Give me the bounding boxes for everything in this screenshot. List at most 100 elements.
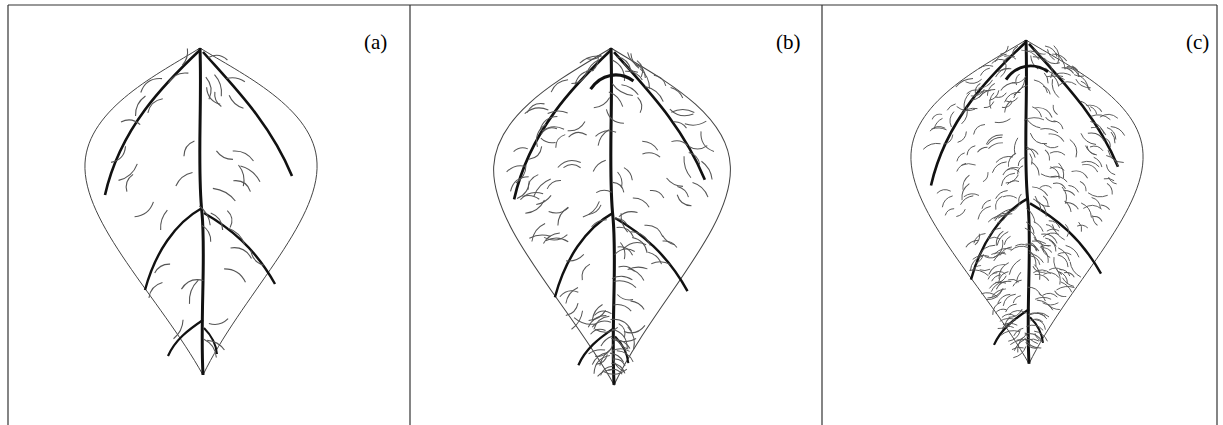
minor-vein [956,209,966,218]
minor-vein [1081,201,1094,217]
minor-vein [1050,166,1065,170]
minor-vein [1056,52,1067,69]
minor-vein [1065,200,1073,212]
minor-vein [1111,132,1116,144]
minor-vein [612,276,633,280]
minor-vein [1040,185,1052,188]
minor-vein [968,254,983,271]
minor-vein [936,189,950,194]
minor-vein [989,237,1000,238]
minor-vein [586,312,606,327]
minor-vein [671,139,688,145]
minor-vein [238,164,245,186]
minor-vein [199,205,212,225]
minor-vein [174,170,192,186]
minor-vein [995,308,1006,313]
minor-vein [1026,323,1043,330]
minor-vein [1107,183,1114,195]
minor-vein [211,211,226,230]
minor-vein [226,76,245,81]
minor-vein [1026,242,1040,251]
minor-vein [1007,168,1020,172]
minor-vein [146,96,163,112]
minor-vein [1058,253,1071,267]
minor-vein [632,235,650,253]
minor-vein [1043,85,1051,94]
minor-vein [588,348,605,354]
minor-vein [153,262,170,273]
minor-vein [591,218,607,227]
minor-vein [1029,249,1038,266]
minor-vein [1105,164,1116,176]
minor-vein [206,77,213,99]
minor-vein [1008,330,1022,344]
minor-vein [1002,102,1013,110]
minor-vein [1050,151,1065,155]
minor-vein [181,139,194,156]
minor-vein [685,121,707,126]
minor-vein [1028,312,1045,316]
minor-vein [564,286,578,304]
minor-vein [956,107,975,112]
minor-vein [994,53,1007,62]
minor-vein [583,201,601,219]
minor-vein [591,319,611,327]
minor-vein [642,139,659,150]
minor-vein [994,240,1006,259]
minor-vein [1062,278,1074,288]
minor-vein [519,190,543,200]
minor-vein [994,66,1009,77]
minor-vein [629,267,646,281]
leaf-drawing [85,48,317,375]
minor-vein [959,106,977,115]
minor-vein [533,123,546,147]
minor-vein [956,162,966,171]
minor-vein [1017,156,1026,166]
minor-vein [174,320,186,340]
minor-vein [959,194,973,205]
minor-vein [1025,331,1044,342]
minor-vein [1081,100,1092,111]
minor-vein [662,235,675,246]
minor-vein [965,239,979,248]
minor-vein [1032,240,1046,244]
minor-vein [1079,222,1083,232]
minor-vein [1068,262,1081,279]
minor-vein [671,110,694,113]
minor-vein [1111,125,1126,136]
minor-vein [614,217,628,226]
minor-vein [995,230,1008,245]
minor-vein [981,199,991,209]
minor-vein [568,121,587,133]
minor-vein [1051,257,1062,276]
minor-vein [506,164,526,172]
minor-vein [987,288,1004,300]
minor-vein [961,164,975,166]
minor-vein [986,82,995,95]
minor-vein [213,186,237,201]
minor-vein [1072,168,1089,178]
minor-vein [249,250,264,267]
minor-vein [693,180,710,197]
minor-vein [1094,156,1103,167]
minor-vein [991,160,1007,173]
minor-vein [1049,132,1066,142]
panel-frame [8,5,1217,425]
minor-vein [978,88,995,98]
minor-vein [1090,145,1104,151]
minor-vein [622,240,646,249]
minor-vein [630,299,645,309]
minor-vein [610,316,633,332]
minor-vein [994,230,1003,245]
minor-vein [1077,224,1088,228]
minor-vein [1008,258,1021,274]
minor-vein [1004,302,1016,312]
minor-vein [1079,133,1096,146]
minor-vein [1026,146,1036,158]
minor-vein [640,68,652,89]
minor-vein [1012,83,1028,98]
minor-vein [1045,117,1057,123]
minor-vein [571,70,589,86]
minor-vein [633,196,651,208]
minor-vein [525,173,538,190]
